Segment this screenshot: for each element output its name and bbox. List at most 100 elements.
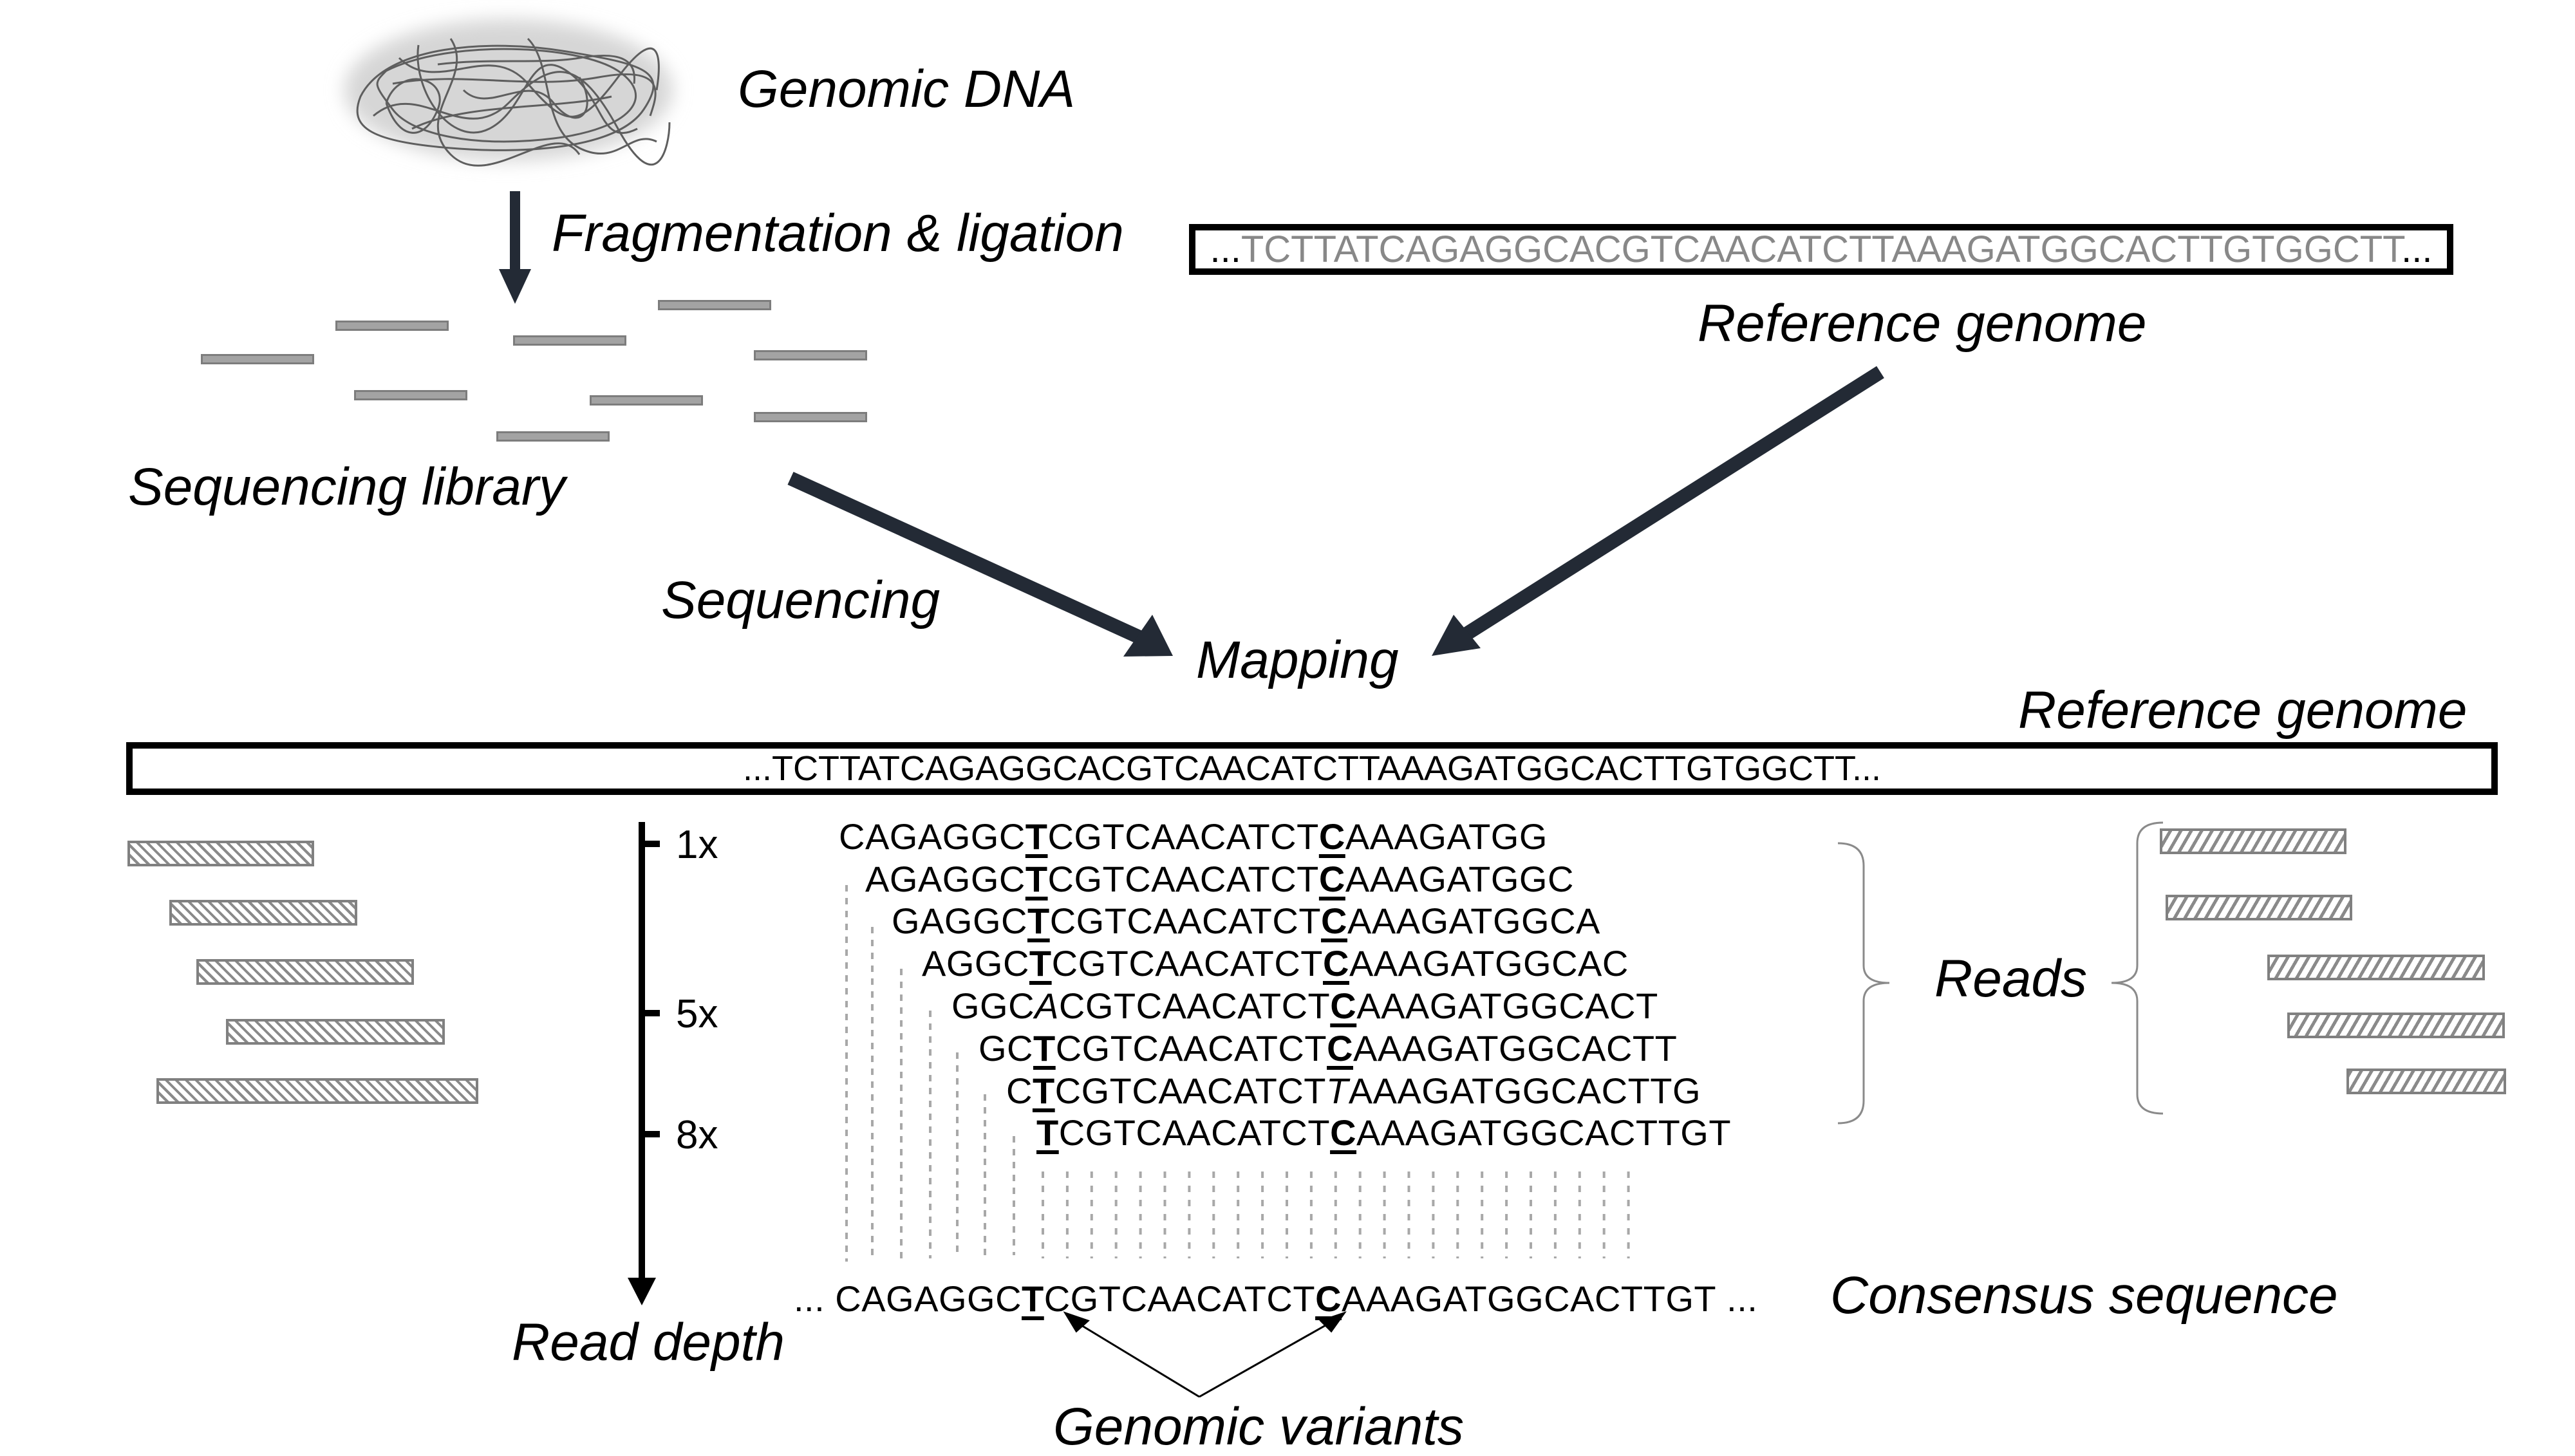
library-fragment (590, 395, 703, 406)
consensus-variant-1: T (1022, 1278, 1044, 1319)
reads-label: Reads (1934, 949, 2088, 1008)
read-bar (2346, 1069, 2506, 1094)
read-segment: CGTCAACATCT (1051, 943, 1323, 984)
variant-base: C (1330, 1112, 1357, 1153)
reference-genome-label-bottom: Reference genome (2018, 681, 2467, 740)
genomic-dna-label: Genomic DNA (738, 60, 1076, 118)
tick-8x (642, 1131, 660, 1137)
variant-base: C (1327, 1028, 1354, 1069)
consensus-post: AAAGATGGCACTTGT (1342, 1278, 1717, 1319)
depth-tick-label-5x: 5x (676, 992, 718, 1036)
genomic-dna-icon (344, 19, 673, 167)
variant-base: T (1025, 816, 1048, 857)
depth-tick-label-8x: 8x (676, 1113, 718, 1157)
read-segment: AAAGATGGCACTTG (1348, 1070, 1701, 1111)
fragmentation-label: Fragmentation & ligation (552, 204, 1124, 263)
library-fragment (354, 390, 467, 400)
read-row: GAGGCTCGTCAACATCTCAAAGATGGCA (892, 903, 1600, 939)
read-bar (196, 959, 414, 985)
consensus-suffix: ... (1727, 1278, 1758, 1319)
read-row: AGGCTCGTCAACATCTCAAAGATGGCAC (922, 946, 1629, 982)
reference-sequence: TCTTATCAGAGGCACGTCAACATCTTAAAGATGGCACTTG… (1241, 228, 2402, 270)
tick-5x (642, 1010, 660, 1016)
reads-brace-right (2111, 821, 2164, 1115)
read-segment: CGTCAACATCT (1047, 859, 1319, 899)
library-fragment (201, 354, 314, 364)
library-fragment (513, 335, 626, 346)
variant-base: C (1318, 859, 1345, 899)
read-bar (169, 900, 357, 926)
tick-1x (642, 841, 660, 847)
read-segment: AGGC (922, 943, 1029, 984)
read-segment: CGTCAACATCT (1058, 985, 1331, 1026)
reference-genome-box-top: ...TCTTATCAGAGGCACGTCAACATCTTAAAGATGGCAC… (1189, 224, 2453, 275)
read-row: GGCACGTCAACATCTCAAAGATGGCACT (951, 988, 1658, 1024)
read-row: CAGAGGCTCGTCAACATCTCAAAGATGG (839, 819, 1548, 855)
read-bar (2267, 955, 2485, 980)
reference-genome-label-top: Reference genome (1698, 294, 2147, 353)
consensus-prefix: ... (794, 1278, 825, 1319)
reference-genome-sequence: ...TCTTATCAGAGGCACGTCAACATCTTAAAGATGGCAC… (743, 749, 1881, 788)
read-segment: AAAGATGGCA (1347, 901, 1600, 941)
read-segment: CGTCAACATCT (1047, 816, 1319, 857)
read-segment: CGTCAACATCT (1049, 901, 1322, 941)
read-row: CTCGTCAACATCTTAAAGATGGCACTTG (1006, 1073, 1701, 1109)
consensus-sequence: ... CAGAGGCTCGTCAACATCTCAAAGATGGCACTTGT … (794, 1281, 1757, 1317)
consensus-pre: CAGAGGC (835, 1278, 1022, 1319)
read-segment: GC (979, 1028, 1033, 1069)
read-segment: CGTCAACATCT (1054, 1070, 1327, 1111)
reference-suffix: ... (2401, 228, 2433, 270)
reference-prefix: ... (1210, 228, 1241, 270)
read-row: AGAGGCTCGTCAACATCTCAAAGATGGC (865, 861, 1574, 897)
read-segment: C (1006, 1070, 1033, 1111)
mapping-label: Mapping (1196, 631, 1399, 689)
read-bar (226, 1019, 445, 1045)
fragmentation-arrow (499, 191, 531, 304)
read-segment: AGAGGC (865, 859, 1025, 899)
sequencing-label: Sequencing (661, 571, 941, 630)
read-depth-axis (628, 822, 660, 1305)
read-segment: GAGGC (892, 901, 1027, 941)
reference-genome-bar: ...TCTTATCAGAGGCACGTCAACATCTTAAAGATGGCAC… (126, 742, 2498, 795)
depth-tick-label-1x: 1x (676, 823, 718, 867)
consensus-variant-2: C (1315, 1278, 1342, 1319)
library-fragment (658, 300, 771, 310)
read-bar (2287, 1013, 2505, 1038)
column-guides (1042, 1171, 1630, 1258)
read-segment: AAAGATGG (1345, 816, 1548, 857)
alignment-guides (845, 885, 1015, 1262)
variant-base: T (1027, 901, 1050, 941)
genomic-variants-label: Genomic variants (1053, 1397, 1465, 1456)
variant-base: T (1036, 1112, 1059, 1153)
library-fragment (496, 431, 610, 442)
variant-base: C (1330, 985, 1357, 1026)
read-segment: GGC (951, 985, 1035, 1026)
library-fragment (754, 350, 867, 360)
read-segment: AAAGATGGCACTTGT (1356, 1112, 1732, 1153)
sequencing-arrow (787, 471, 1173, 657)
read-segment: AAAGATGGC (1345, 859, 1574, 899)
read-segment: CGTCAACATCT (1055, 1028, 1327, 1069)
variant-base: T (1032, 1070, 1055, 1111)
consensus-mid: CGTCAACATCT (1044, 1278, 1316, 1319)
read-segment: AAAGATGGCACT (1356, 985, 1658, 1026)
read-segment: CAGAGGC (839, 816, 1025, 857)
sequencing-library-label: Sequencing library (128, 458, 566, 516)
read-bar (2160, 828, 2346, 854)
library-fragment (754, 412, 867, 422)
reference-to-mapping-arrow (1432, 366, 1884, 656)
read-segment: CGTCAACATCT (1058, 1112, 1331, 1153)
read-segment: AAAGATGGCACTT (1353, 1028, 1678, 1069)
variant-base: C (1318, 816, 1345, 857)
read-bar (156, 1078, 478, 1104)
reference-base: A (1035, 985, 1059, 1026)
variant-base: C (1322, 943, 1349, 984)
read-bar (2166, 895, 2352, 920)
read-row: GCTCGTCAACATCTCAAAGATGGCACTT (979, 1031, 1677, 1067)
variant-pointer-arrows (1063, 1311, 1347, 1398)
variant-base: T (1025, 859, 1048, 899)
reads-brace-left (1837, 842, 1890, 1125)
variant-base: T (1029, 943, 1052, 984)
read-segment: AAAGATGGCAC (1349, 943, 1629, 984)
